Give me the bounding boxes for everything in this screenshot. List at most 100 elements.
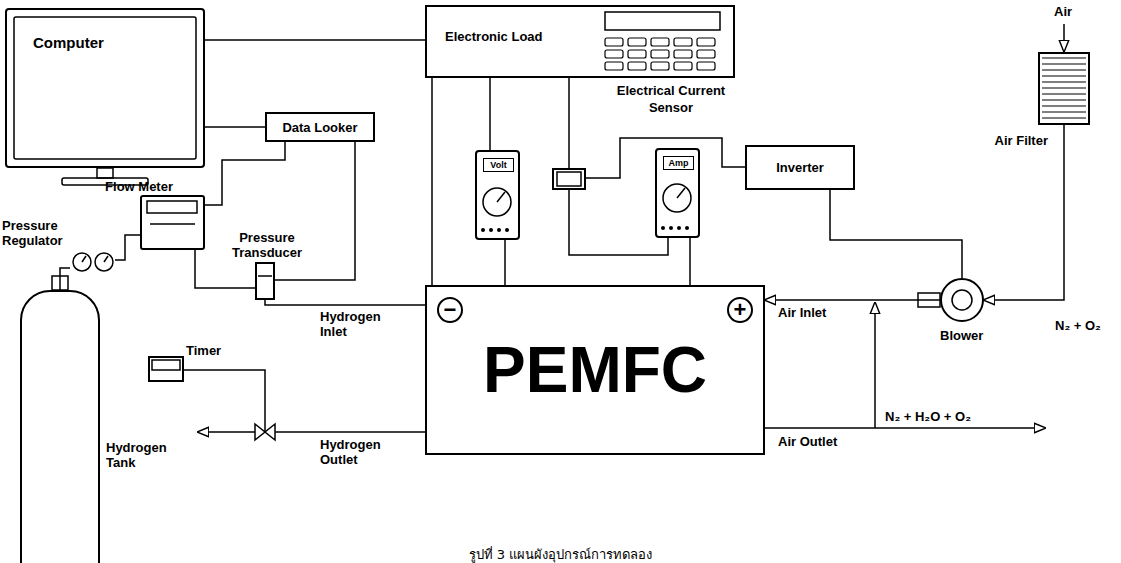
connector-line [60, 268, 70, 290]
timer-display [152, 360, 180, 370]
keypad-key [605, 50, 623, 58]
air-filter: Air Filter [1038, 52, 1090, 125]
connector-line [205, 142, 285, 205]
port-label: Hydrogen Outlet [320, 437, 400, 467]
keypad-key [628, 62, 646, 70]
gauge-needle [82, 256, 86, 262]
filter-fin [1042, 75, 1086, 76]
connector-line [689, 238, 691, 285]
meter-terminal [677, 226, 681, 230]
terminal-sign: + [727, 297, 753, 323]
filter-fin [1042, 105, 1086, 106]
air-outlet-pipe [765, 427, 1045, 429]
connector-line [115, 235, 140, 260]
electronic-load: Electronic Load [425, 5, 735, 78]
hydrogen-outlet-pipe [275, 431, 425, 433]
device-name: Electronic Load [445, 29, 543, 44]
keypad-key [697, 38, 715, 46]
connector-line [265, 300, 425, 305]
flowmeter-body-line [150, 223, 195, 225]
pressure-transducer: Pressure Transducer [255, 262, 275, 300]
connector-line [830, 190, 962, 278]
meter-label: Amp [663, 156, 694, 170]
port-label: Hydrogen Inlet [320, 309, 400, 339]
blower: Blower [940, 278, 984, 322]
meter-needle [677, 188, 685, 198]
device-name: Pressure Regulator [2, 218, 68, 248]
device-name: Computer [33, 34, 104, 51]
device-name: Flow Meter [105, 179, 173, 194]
load-display [605, 12, 720, 30]
sensor-core [557, 172, 581, 186]
filter-fin [1042, 57, 1086, 58]
filter-fin [1042, 117, 1086, 118]
regulator-gauge [73, 253, 91, 271]
timer-signal-line [184, 370, 265, 432]
keypad-key [605, 38, 623, 46]
connector-line [205, 126, 265, 128]
blower-impeller [952, 290, 972, 310]
device-name: Electrical Current Sensor [596, 82, 746, 116]
filter-fin [1042, 93, 1086, 94]
connector-line [765, 299, 940, 301]
filter-fin [1042, 69, 1086, 70]
terminal-sign: − [437, 297, 463, 323]
monitor-neck [97, 168, 113, 178]
filter-fin [1042, 81, 1086, 82]
filter-fin [1042, 63, 1086, 64]
device-name: Air Filter [995, 133, 1048, 148]
connector-line [431, 78, 433, 285]
connector-line [586, 138, 745, 178]
device-name: Blower [940, 328, 983, 343]
inverter-box: Inverter [745, 145, 855, 190]
device-name: PEMFC [483, 335, 707, 405]
meter-dial [483, 188, 511, 216]
timer-box: Timer [148, 356, 184, 382]
gauge-needle [104, 256, 108, 262]
keypad-key [697, 62, 715, 70]
port-label: Air Outlet [778, 434, 858, 449]
regulator-gauge [95, 253, 113, 271]
meter-terminal [505, 228, 509, 232]
transducer-body-line [258, 275, 272, 277]
keypad-key [651, 50, 669, 58]
meter-terminal [489, 228, 493, 232]
gas-composition: N₂ + H₂O + O₂ [885, 409, 971, 424]
keypad-key [628, 38, 646, 46]
hydrogen-tank: Hydrogen Tank [20, 290, 100, 563]
keypad-key [628, 50, 646, 58]
filter-fin [1042, 111, 1086, 112]
keypad-key [697, 50, 715, 58]
device-name: Timer [186, 343, 221, 358]
filter-fin [1042, 87, 1086, 88]
fuel-cell-stack: − + PEMFC [425, 285, 765, 455]
device-name: Data Looker [282, 120, 357, 135]
device-name: Inverter [776, 160, 824, 175]
meter-dial [663, 184, 691, 212]
flow-label: Air [1054, 4, 1072, 19]
keypad-key [605, 62, 623, 70]
meter-needle [497, 192, 505, 202]
meter-terminal [661, 226, 665, 230]
connector-line [984, 125, 1064, 300]
connector-line [205, 39, 425, 41]
keypad-key [674, 50, 692, 58]
connector-line [489, 78, 491, 150]
keypad-key [674, 62, 692, 70]
air-recirculation-pipe [874, 303, 876, 428]
keypad-key [651, 62, 669, 70]
pressure-regulator: Pressure Regulator [70, 252, 115, 274]
gas-composition: N₂ + O₂ [1055, 318, 1101, 333]
figure-caption: รูปที่ 3 แผนผังอุปกรณ์การทดลอง [0, 544, 1121, 563]
keypad-key [674, 38, 692, 46]
meter-terminal [685, 226, 689, 230]
device-name: Pressure Transducer [225, 230, 309, 260]
connector-line [569, 190, 668, 255]
meter-terminal [669, 226, 673, 230]
filter-fin [1042, 99, 1086, 100]
meter-terminal [481, 228, 485, 232]
current-sensor: Electrical Current Sensor [552, 168, 586, 190]
connector-line [504, 240, 506, 285]
